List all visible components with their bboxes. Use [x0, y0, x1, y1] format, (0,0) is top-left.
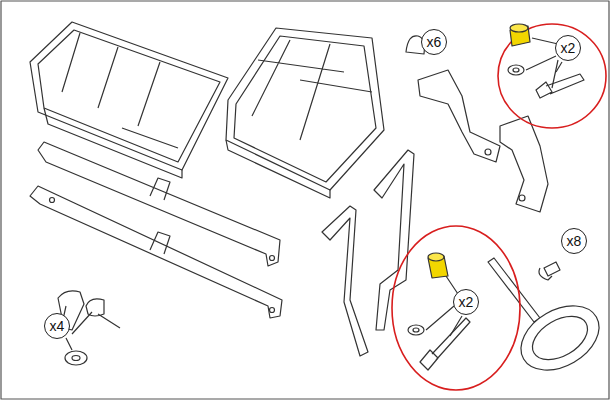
callout-circle: x8: [561, 228, 587, 254]
callout-circle: x4: [44, 313, 70, 339]
quantity-label: x6: [427, 35, 442, 49]
callout-circle: x6: [421, 29, 447, 55]
callout-circle: x2: [555, 35, 581, 61]
quantity-label: x8: [567, 234, 582, 248]
quantity-label: x2: [561, 41, 576, 55]
callout-circle: x2: [453, 289, 479, 315]
quantity-label: x4: [50, 319, 65, 333]
quantity-label: x2: [459, 295, 474, 309]
